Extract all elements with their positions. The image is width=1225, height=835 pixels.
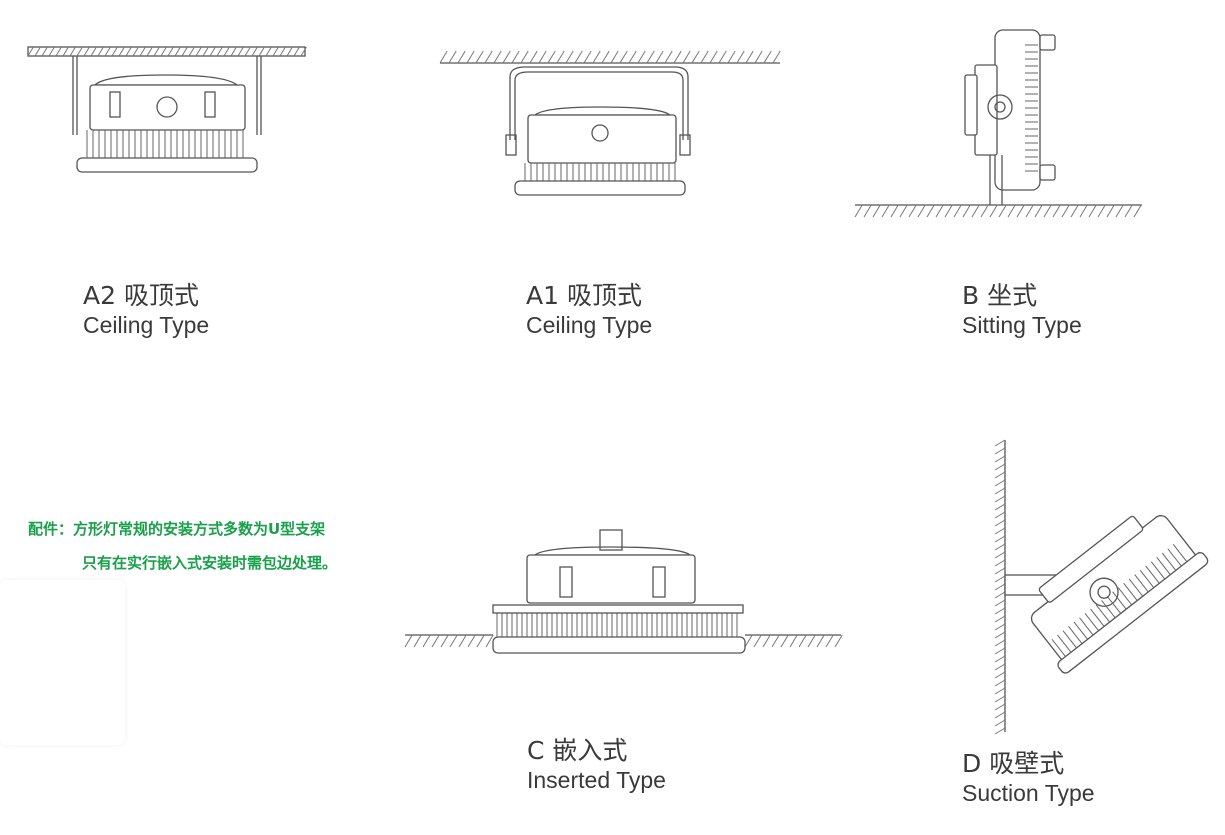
caption-type: Inserted Type <box>527 767 666 794</box>
faint-placeholder-box <box>0 580 125 745</box>
note-line-2: 只有在实行嵌入式安装时需包边处理。 <box>82 554 338 572</box>
caption-type: Ceiling Type <box>83 312 210 339</box>
caption-type: Suction Type <box>962 780 1095 807</box>
caption-type: Sitting Type <box>962 312 1082 339</box>
installation-note: 配件：方形灯常规的安装方式多数为U型支架 只有在实行嵌入式安装时需包边处理。 <box>28 512 337 580</box>
caption-code: D 吸壁式 <box>962 749 1065 778</box>
caption-a2: A2 吸顶式 Ceiling Type <box>83 280 209 340</box>
caption-code: B 坐式 <box>962 281 1038 310</box>
panel-a1-ceiling: A1 吸顶式 Ceiling Type <box>439 45 785 338</box>
d-lamp-drawing <box>994 439 1209 735</box>
a1-lamp-drawing <box>439 50 781 196</box>
panel-b-sitting: B 坐式 Sitting Type <box>850 25 1150 338</box>
c-lamp-drawing <box>404 529 843 654</box>
caption-a1: A1 吸顶式 Ceiling Type <box>526 280 652 340</box>
caption-code: A1 吸顶式 <box>526 281 642 310</box>
note-line-1: 配件：方形灯常规的安装方式多数为U型支架 <box>28 520 326 538</box>
panel-c-inserted: C 嵌入式 Inserted Type <box>404 525 845 793</box>
caption-code: C 嵌入式 <box>527 736 628 765</box>
panel-a2-ceiling: A2 吸顶式 Ceiling Type <box>25 40 310 338</box>
b-lamp-drawing <box>854 29 1142 218</box>
caption-b: B 坐式 Sitting Type <box>962 280 1082 340</box>
caption-type: Ceiling Type <box>526 312 653 339</box>
caption-code: A2 吸顶式 <box>83 281 199 310</box>
panel-d-wall: D 吸壁式 Suction Type <box>962 439 1209 806</box>
caption-d: D 吸壁式 Suction Type <box>962 748 1095 808</box>
a2-lamp-drawing <box>27 46 307 173</box>
caption-c: C 嵌入式 Inserted Type <box>527 735 666 795</box>
